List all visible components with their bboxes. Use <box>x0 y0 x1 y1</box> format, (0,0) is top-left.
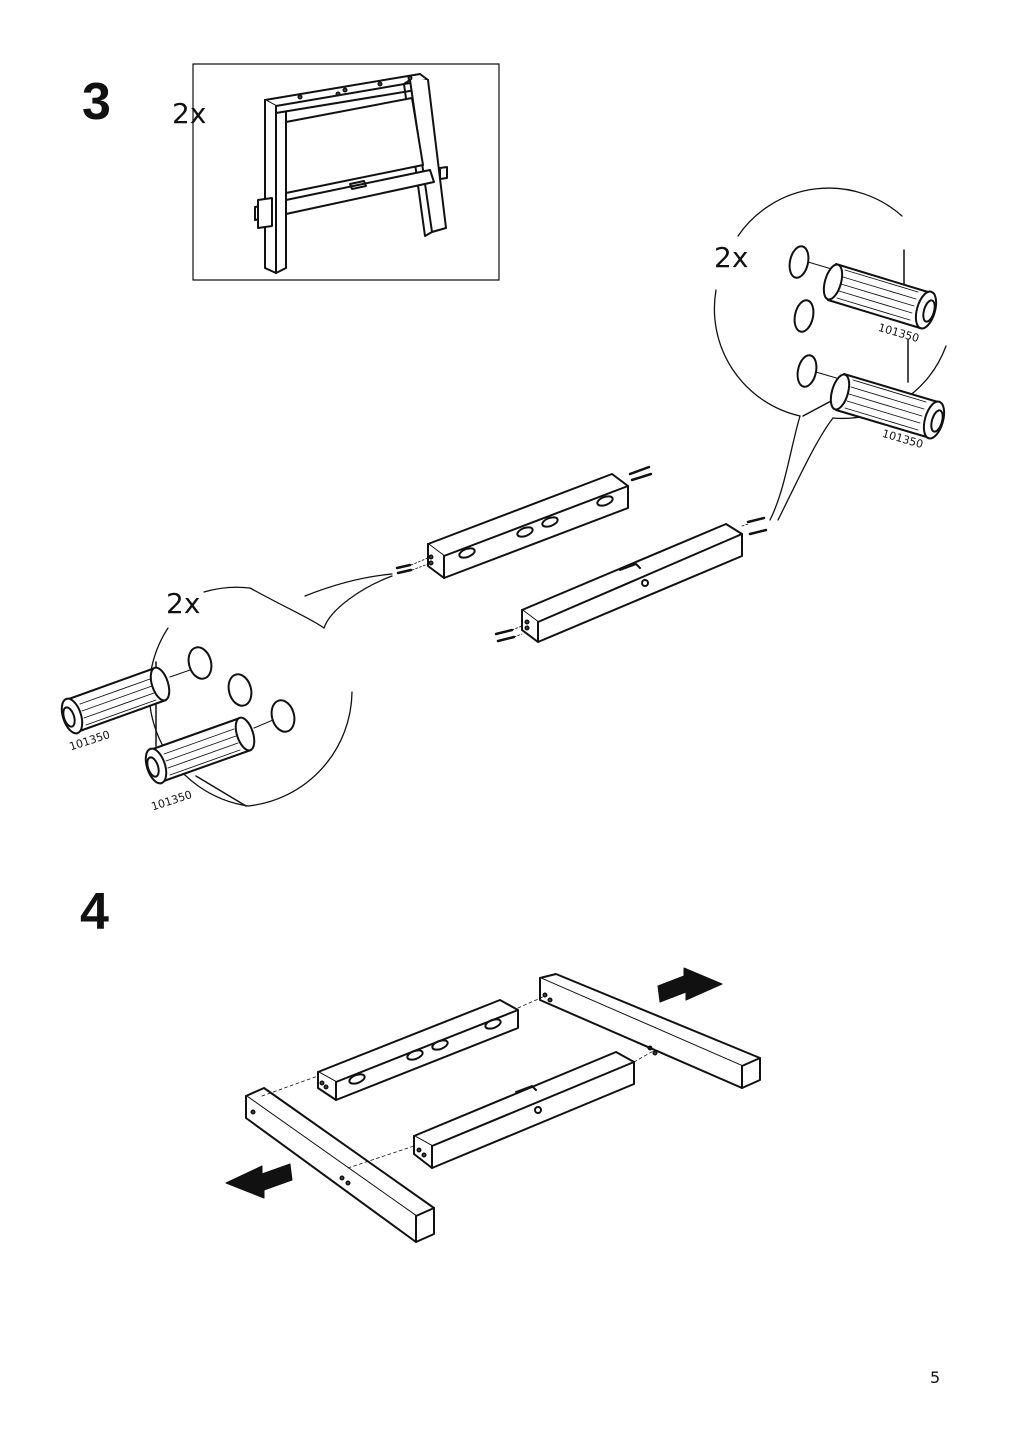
frame-leg-icon <box>255 74 447 273</box>
step-4-number: 4 <box>80 883 109 941</box>
right-detail-callout <box>714 188 947 520</box>
rail-icon <box>414 1052 634 1168</box>
frame-quantity-label: 2x <box>172 97 207 130</box>
dowel-icon <box>820 262 940 330</box>
dowel-icon <box>827 372 948 440</box>
rail-icon <box>318 1000 518 1100</box>
left-detail-quantity-label: 2x <box>166 587 201 620</box>
left-detail-callout <box>58 574 392 806</box>
dowel-icon <box>142 715 258 786</box>
rail-icon <box>397 467 651 578</box>
frame-leg-icon <box>540 974 760 1088</box>
right-detail-quantity-label: 2x <box>714 241 749 274</box>
page-number: 5 <box>930 1368 941 1387</box>
frame-leg-icon <box>246 1088 434 1242</box>
dowel-icon <box>58 665 173 736</box>
step-3-number: 3 <box>82 73 111 131</box>
alignment-lines <box>262 996 655 1168</box>
push-arrow-icon <box>226 1164 292 1198</box>
push-arrow-icon <box>658 968 722 1002</box>
frame-reference-box <box>193 64 499 280</box>
rail-icon <box>496 518 766 642</box>
